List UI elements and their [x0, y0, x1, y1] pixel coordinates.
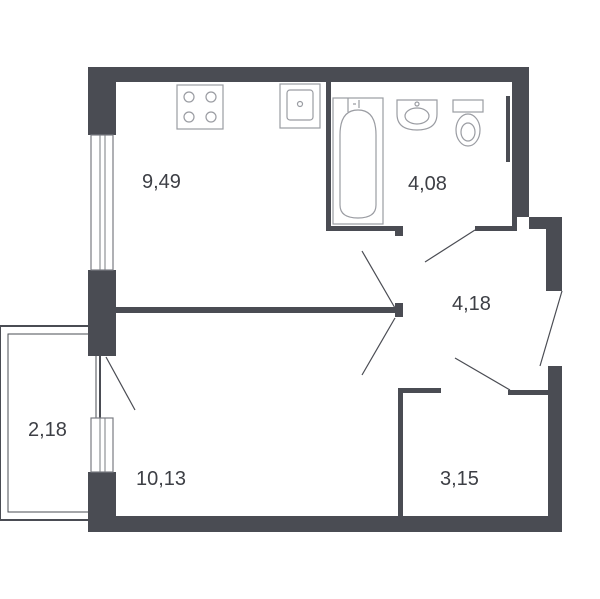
door-bathroom [424, 229, 476, 263]
area-label-kitchen: 9,49 [142, 171, 181, 193]
door-swings [105, 229, 563, 411]
door-kitchen [361, 250, 396, 309]
window-kitchen [90, 134, 114, 271]
area-label-hallway: 4,18 [452, 293, 491, 315]
area-label-storage: 3,15 [440, 468, 479, 490]
area-label-bathroom: 4,08 [408, 173, 447, 195]
door-storage [454, 357, 511, 391]
area-label-living-room: 10,13 [136, 468, 186, 490]
door-living-room [361, 317, 396, 376]
interior-walls [116, 82, 550, 518]
toilet-icon [452, 99, 484, 147]
windows [90, 134, 114, 473]
washbasin-icon [396, 99, 438, 131]
window-living-room [90, 417, 114, 473]
door-balcony [105, 356, 136, 411]
door-entrance [539, 290, 563, 367]
stove-icon [176, 84, 224, 130]
bathtub-icon [332, 97, 384, 225]
area-label-balcony: 2,18 [28, 419, 67, 441]
kitchen-sink-icon [279, 83, 321, 129]
